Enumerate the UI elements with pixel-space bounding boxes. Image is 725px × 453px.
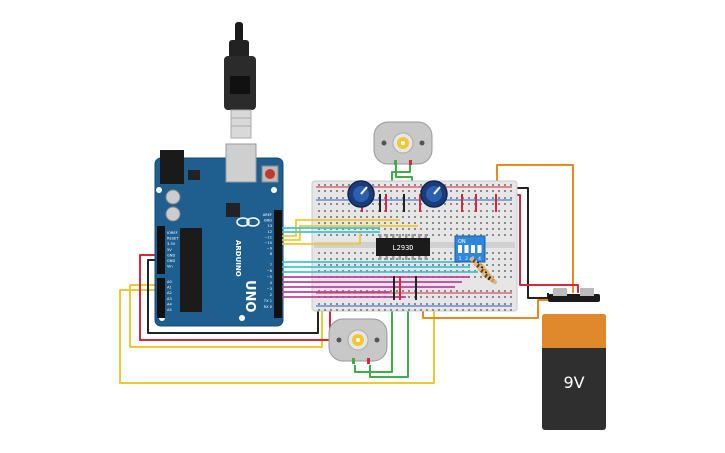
pin-label: A0: [167, 280, 172, 284]
wire-black-loop: [147, 259, 319, 334]
pin-label: ~6: [267, 269, 273, 273]
resistors: [469, 257, 498, 285]
reset-button[interactable]: [265, 169, 275, 179]
pin-label: ~9: [267, 247, 273, 251]
analog-header: [157, 278, 165, 318]
pin-label: RX 0: [264, 305, 273, 309]
pin-label: ~3: [267, 287, 272, 291]
wire-yellow-sig-3: [282, 232, 361, 245]
digital-pin-labels-bottom: 7 ~6 ~5 4 ~3 2 TX 1 RX 0: [263, 263, 273, 309]
usb-cable: [224, 22, 256, 139]
potentiometer-right[interactable]: [420, 180, 448, 208]
pin-label: 8: [270, 252, 273, 256]
wire-green-1: [354, 300, 393, 373]
dc-motor-top: [373, 121, 433, 165]
digital-header-top: [274, 210, 282, 266]
pin-label: A4: [167, 302, 172, 306]
pin-label: GND: [264, 219, 272, 223]
pin-label: IOREF: [167, 231, 178, 235]
pin-label: 12: [267, 230, 272, 234]
dip-position-label: 2: [465, 256, 468, 262]
signal-wires: [282, 219, 478, 298]
wire-orange-1: [496, 164, 574, 293]
l293d-chip: L293D: [376, 234, 430, 260]
arduino-model: UNO: [242, 280, 257, 313]
battery-label: 9V: [563, 373, 584, 392]
pin-label: A3: [167, 297, 172, 301]
pin-label: 2: [270, 293, 272, 297]
wire-yellow-sig-2: [282, 225, 418, 241]
pin-label: 5V: [167, 248, 172, 252]
pin-label: ~5: [267, 275, 272, 279]
digital-header-bottom: [274, 262, 282, 318]
pin-label: GND: [167, 259, 175, 263]
wire-green-2: [369, 300, 409, 378]
battery-9v: 9V: [542, 288, 606, 430]
pin-label: AREF: [263, 213, 272, 217]
pin-label: RESET: [167, 237, 179, 241]
pin-label: A1: [167, 286, 172, 290]
chip-label: L293D: [392, 244, 413, 252]
usb-port: [225, 143, 257, 183]
pin-label: TX 1: [263, 299, 272, 303]
potentiometer-left[interactable]: [347, 180, 375, 208]
dip-position-label: 4: [478, 256, 481, 262]
atmega-chip: [180, 228, 202, 312]
arduino-brand: ARDUINO: [234, 240, 242, 277]
pin-label: ~11: [264, 235, 272, 239]
power-jack: [160, 150, 184, 184]
pin-label: 4: [270, 281, 273, 285]
pin-label: A5: [167, 308, 172, 312]
dip-on-label: ON: [458, 239, 466, 245]
pin-label: 3.3V: [167, 242, 176, 246]
pin-label: GND: [167, 253, 175, 257]
pin-label: 13: [267, 224, 272, 228]
power-header: [157, 226, 165, 274]
pin-label: 7: [270, 263, 272, 267]
arduino-logo-icon: [246, 217, 260, 227]
wire-red-batt: [510, 194, 579, 293]
dc-motor-bottom: [328, 318, 388, 364]
pin-label: Vin: [167, 265, 173, 269]
pin-label: A2: [167, 291, 172, 295]
dip-position-label: 1: [459, 256, 462, 262]
pin-label: ~10: [264, 241, 272, 245]
